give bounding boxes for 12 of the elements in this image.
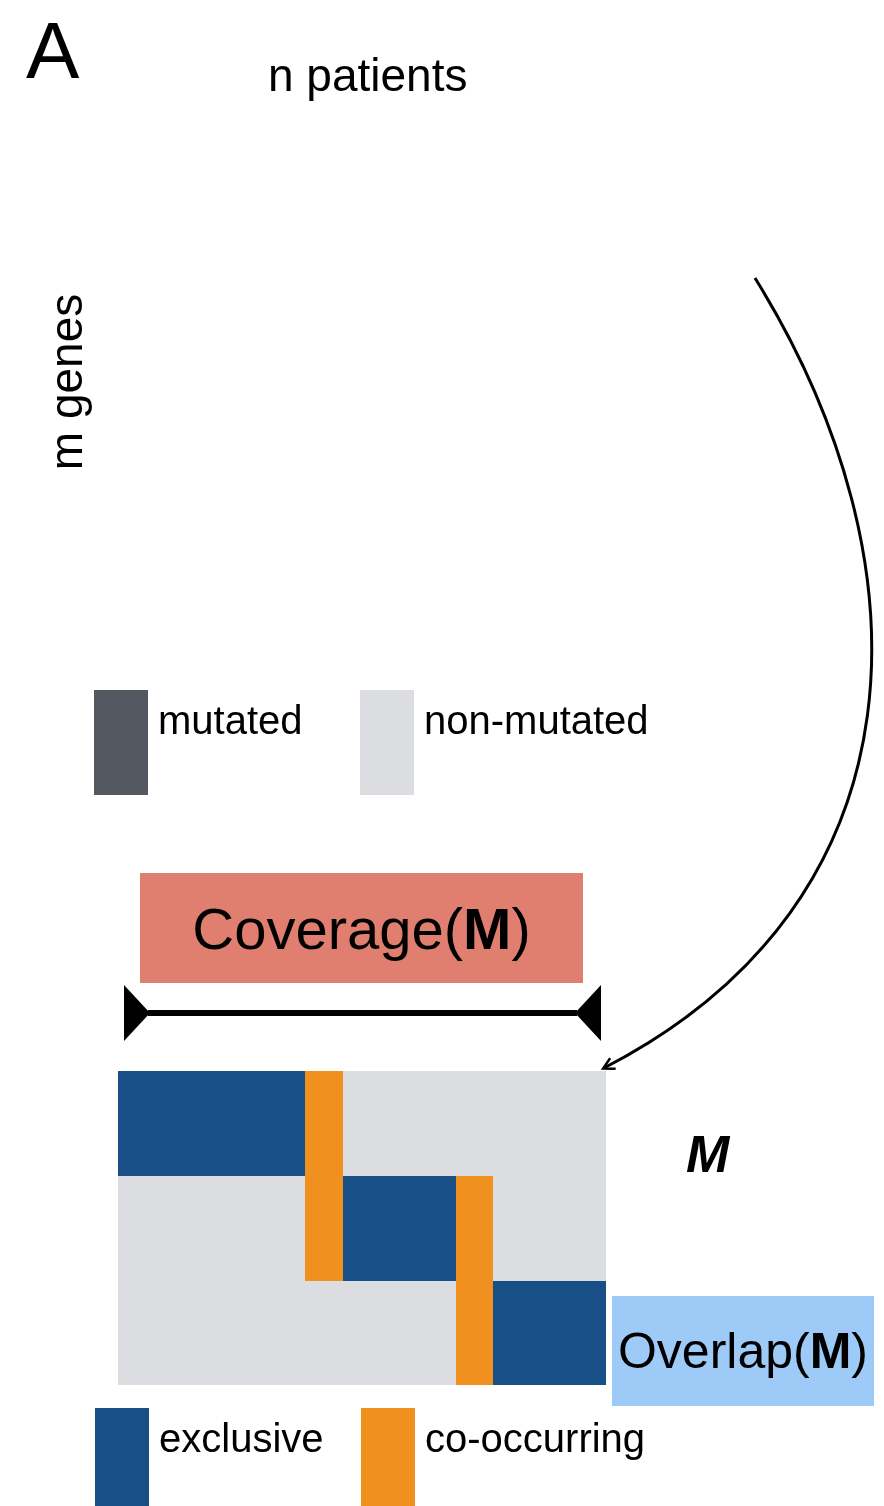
coverage-box: Coverage(M) xyxy=(140,873,583,983)
legend-label: co-occurring xyxy=(425,1416,646,1460)
axis-title: m genes xyxy=(39,293,94,471)
matrix-label: M xyxy=(686,1124,730,1184)
axis-title: n patients xyxy=(268,48,468,102)
overlap-box: Overlap(M) xyxy=(612,1296,874,1406)
legend-label: mutated xyxy=(158,698,303,742)
mutation-matrix-drawing xyxy=(118,1071,606,1385)
panel-letter: A xyxy=(26,8,80,94)
legend-label: non-mutated xyxy=(424,698,649,742)
curved-arrow xyxy=(601,277,874,1070)
legend-label: exclusive xyxy=(159,1416,324,1460)
